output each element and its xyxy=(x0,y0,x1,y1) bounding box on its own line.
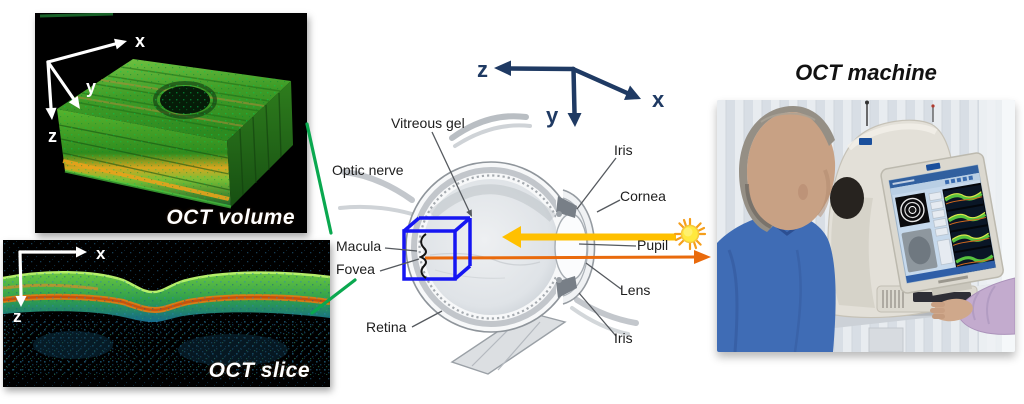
z-axis-arrow xyxy=(46,60,53,110)
slice-axes xyxy=(15,246,87,307)
scan-volume-cube xyxy=(402,216,472,281)
eye-axes xyxy=(494,60,641,127)
oct-volume-caption: OCT volume xyxy=(166,206,295,229)
pointer-pupil xyxy=(578,243,637,247)
operator-arm xyxy=(930,277,1015,335)
volume-axis-z-label: z xyxy=(48,126,57,146)
oct-machine-photo xyxy=(717,100,1015,352)
slice-axis-z-label: z xyxy=(13,307,22,326)
oct-volume-render: x y z xyxy=(35,12,307,233)
retina-cross-section xyxy=(2,271,331,375)
eye-cross-section-diagram: z y x xyxy=(338,57,711,375)
incoming-light-beam xyxy=(502,226,676,248)
screen-fundus-view xyxy=(895,192,930,228)
screen-buttons xyxy=(928,191,954,266)
eye-axis-z-label: z xyxy=(477,57,488,82)
brand-badge xyxy=(859,138,872,145)
oct-slice-panel: x z OCT slice xyxy=(2,240,331,387)
pointer-lines xyxy=(379,131,637,337)
label-retina: Retina xyxy=(366,319,407,335)
volume-axis-y-label: y xyxy=(86,77,96,97)
pointer-iris-bottom xyxy=(578,292,617,337)
slice-axis-x-label: x xyxy=(96,244,106,263)
pointer-retina xyxy=(411,310,443,328)
oct-slice-caption: OCT slice xyxy=(208,359,310,382)
eyeball xyxy=(405,161,596,333)
screen-eye-preview xyxy=(901,228,938,273)
retinal-vessel xyxy=(429,252,541,266)
oct-slice-render: x z xyxy=(2,240,331,387)
pointer-vitreous xyxy=(431,131,471,214)
label-iris-bottom: Iris xyxy=(614,330,633,346)
x-axis-arrow xyxy=(46,42,117,64)
eye-axis-y-label: y xyxy=(546,103,559,128)
brand-badge xyxy=(925,162,941,171)
label-macula: Macula xyxy=(336,238,382,254)
patient-shirt xyxy=(717,213,836,352)
label-optic-nerve: Optic nerve xyxy=(332,162,404,178)
choroid-speckle xyxy=(3,320,330,375)
volume-edge-streak xyxy=(39,12,114,18)
device-eyepiece xyxy=(830,177,864,219)
screen-bscan-strips xyxy=(943,184,995,273)
eye-axis-x-label: x xyxy=(652,87,665,112)
retina-volume-block xyxy=(57,59,293,209)
retinal-vessel xyxy=(434,269,506,279)
patient-head xyxy=(747,112,836,231)
volume-axes xyxy=(45,38,127,120)
oct-volume-panel: x y z OCT volume xyxy=(35,12,307,233)
extraocular-muscles xyxy=(338,113,639,336)
patient-ear xyxy=(798,184,808,200)
operator-hand xyxy=(930,298,973,322)
oct-machine-caption: OCT machine xyxy=(795,60,937,85)
pointer-cornea xyxy=(596,199,621,213)
macula-brace xyxy=(418,233,427,279)
pointer-lens xyxy=(585,262,622,290)
x-axis-arrow xyxy=(570,66,630,96)
volume-axis-x-label: x xyxy=(135,31,145,51)
label-fovea: Fovea xyxy=(336,261,375,277)
y-axis-arrow xyxy=(571,66,577,116)
device-model-text-area xyxy=(938,275,969,284)
connector-volume-to-cube xyxy=(305,122,333,235)
screen-status-bar xyxy=(905,260,996,284)
sun-icon xyxy=(673,217,707,251)
pointer-macula xyxy=(384,247,418,252)
y-axis-arrow xyxy=(46,60,75,100)
label-lens: Lens xyxy=(620,282,651,298)
pointer-fovea xyxy=(379,258,420,272)
lens-shape xyxy=(554,213,588,281)
label-pupil: Pupil xyxy=(637,237,669,253)
label-cornea: Cornea xyxy=(620,188,666,204)
vitreous-body xyxy=(423,179,559,315)
label-vitreous-gel: Vitreous gel xyxy=(391,115,465,131)
pointer-iris-top xyxy=(576,157,617,210)
oct-machine-scene xyxy=(717,100,1015,352)
patient xyxy=(717,106,836,352)
label-iris-top: Iris xyxy=(614,142,633,158)
device-screen xyxy=(880,152,1004,296)
z-axis-arrow xyxy=(18,250,23,298)
screen-title-bar xyxy=(888,164,979,189)
z-axis-arrow xyxy=(507,66,576,72)
vent-slats xyxy=(882,290,904,308)
